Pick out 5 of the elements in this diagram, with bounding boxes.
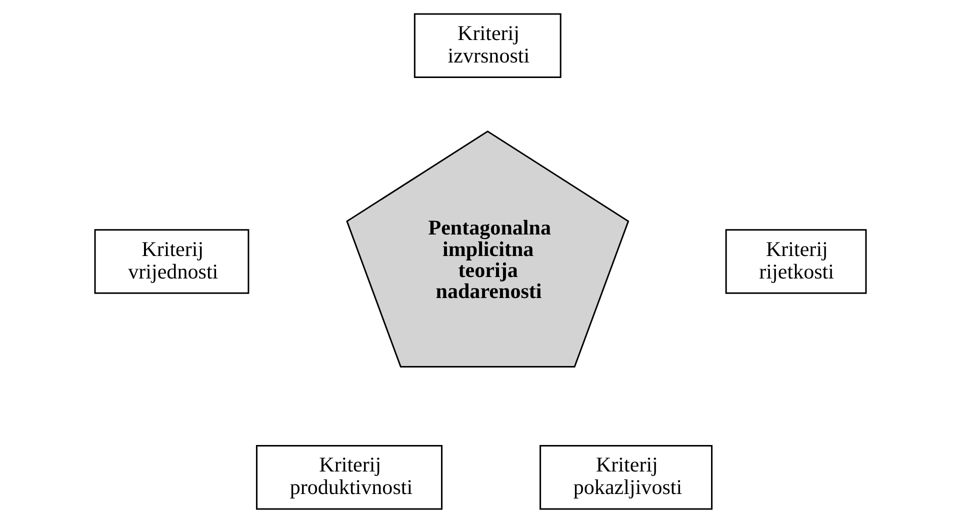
node-box: Kriterij rijetkosti xyxy=(725,229,867,294)
node-box: Kriterij pokazljivosti xyxy=(540,445,713,510)
node-box: Kriterij vrijednosti xyxy=(94,229,250,294)
node-box: Kriterij produktivnosti xyxy=(256,445,443,510)
node-box: Kriterij izvrsnosti xyxy=(414,13,562,78)
